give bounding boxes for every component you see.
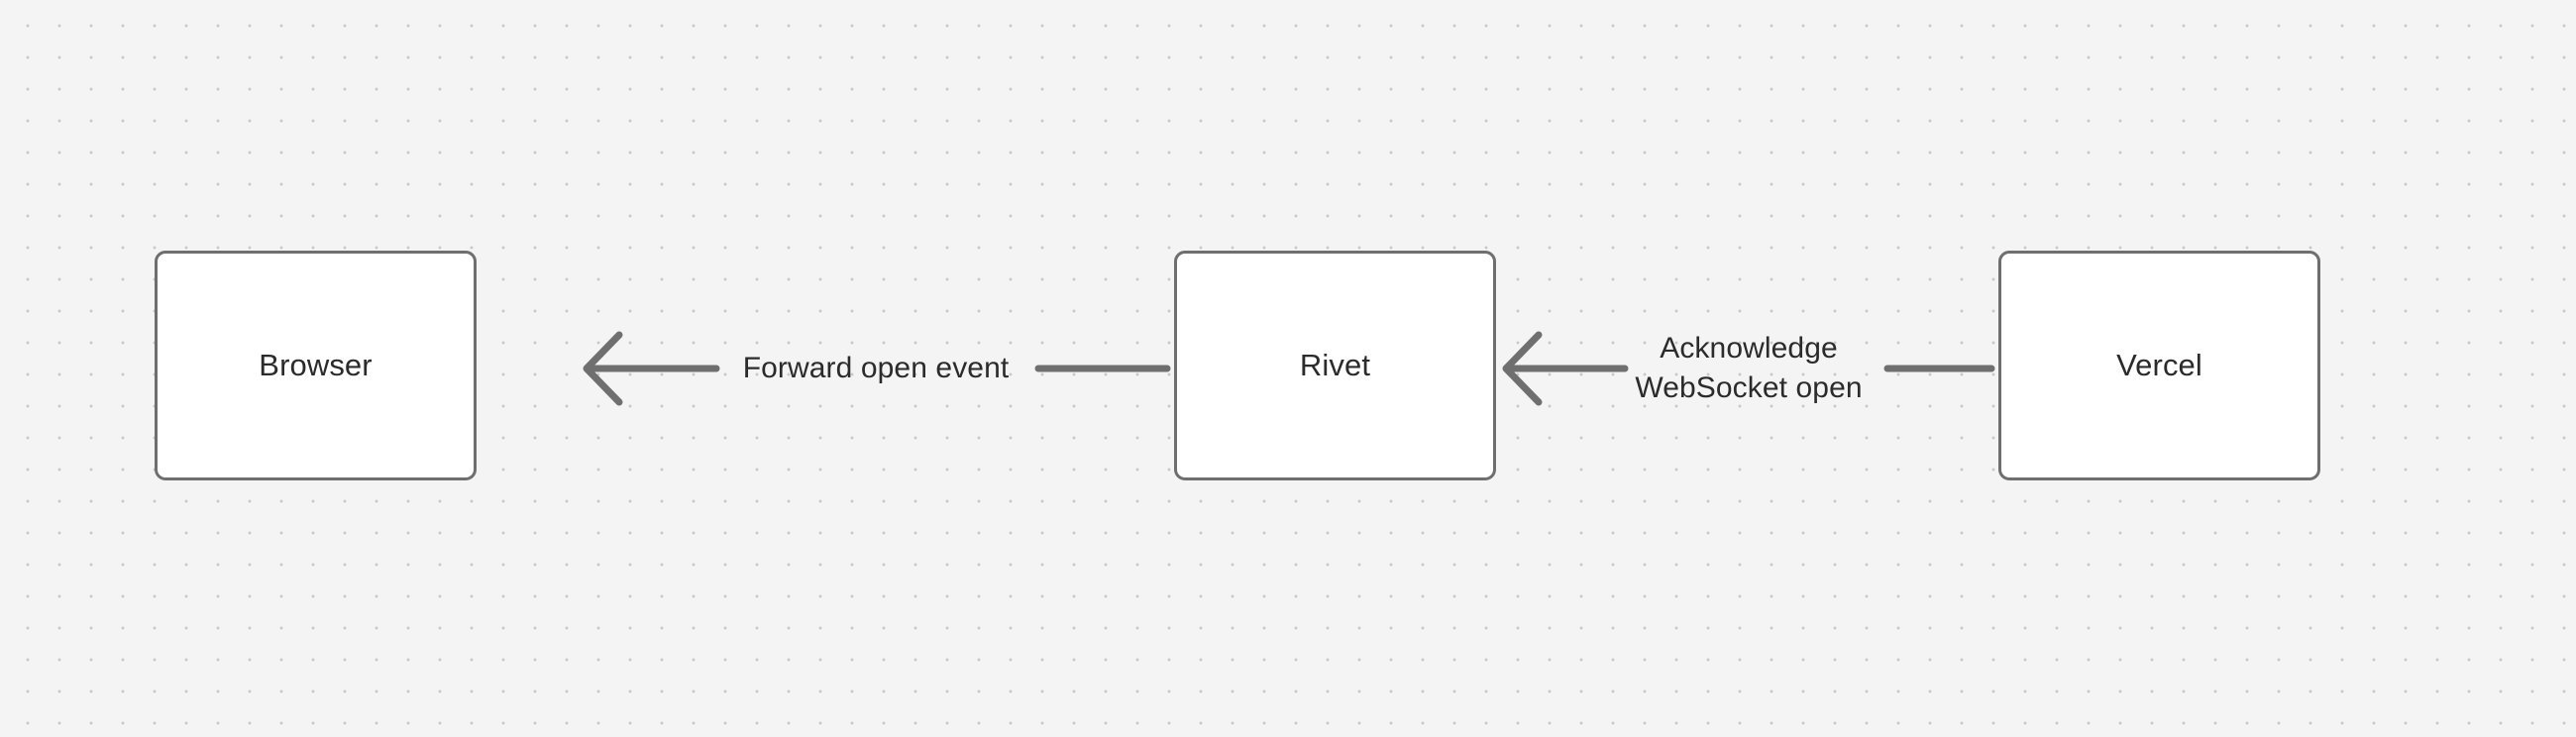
node-vercel[interactable]: Vercel [1998,251,2320,480]
node-browser[interactable]: Browser [155,251,477,480]
node-rivet-label: Rivet [1299,348,1371,383]
edge-rivet-to-browser [583,331,1171,406]
node-rivet[interactable]: Rivet [1174,251,1496,480]
edge-label-acknowledge-websocket-open: Acknowledge WebSocket open [1635,332,1863,404]
node-browser-label: Browser [259,348,373,383]
node-vercel-label: Vercel [2116,348,2202,383]
edge-label-forward-open-event: Forward open event [742,352,1010,385]
edge-2-arrowhead-icon [1502,331,1543,406]
edge-vercel-to-rivet [1502,331,1995,406]
edge-1-arrowhead-icon [583,331,623,406]
